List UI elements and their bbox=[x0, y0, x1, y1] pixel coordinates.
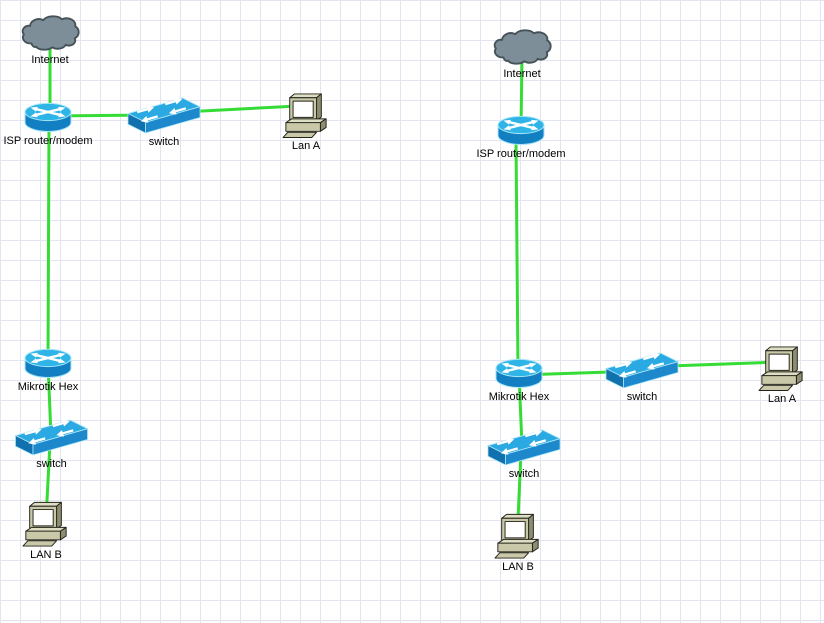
node-internet-left[interactable]: Internet bbox=[18, 14, 82, 66]
node-mikrotik-left[interactable]: Mikrotik Hex bbox=[18, 348, 78, 393]
computer-icon bbox=[494, 512, 542, 559]
node-label: switch bbox=[36, 458, 67, 470]
connection-line-isp-mikrotik-left[interactable] bbox=[46, 123, 51, 364]
node-switch-right[interactable]: switch bbox=[605, 352, 679, 403]
node-label: switch bbox=[148, 136, 180, 148]
switch-icon bbox=[487, 429, 561, 466]
node-isp-router-right[interactable]: ISP router/modem bbox=[476, 115, 566, 160]
node-label: LAN B bbox=[502, 561, 534, 573]
node-lan-b-left[interactable]: LAN B bbox=[22, 500, 70, 561]
computer-icon bbox=[22, 500, 70, 547]
node-switch-top-left[interactable]: switch bbox=[127, 97, 201, 148]
router-icon bbox=[24, 348, 72, 379]
node-label: switch bbox=[508, 468, 540, 480]
node-mikrotik-right[interactable]: Mikrotik Hex bbox=[489, 358, 549, 403]
node-internet-right[interactable]: Internet bbox=[490, 28, 554, 80]
connection-line-isp-mikrotik-right[interactable] bbox=[514, 138, 520, 372]
node-label: ISP router/modem bbox=[3, 135, 93, 147]
node-label: switch bbox=[626, 391, 658, 403]
node-label: Internet bbox=[503, 68, 541, 80]
switch-icon bbox=[605, 352, 679, 389]
computer-icon bbox=[758, 345, 806, 391]
node-lan-a-left[interactable]: Lan A bbox=[282, 92, 330, 152]
node-label: Mikrotik Hex bbox=[17, 381, 79, 393]
node-switch-bottom-right[interactable]: switch bbox=[487, 429, 561, 480]
router-icon bbox=[497, 115, 545, 146]
switch-icon bbox=[14, 419, 89, 456]
cloud-icon bbox=[18, 14, 82, 52]
node-label: ISP router/modem bbox=[476, 148, 566, 160]
node-switch-bottom-left[interactable]: switch bbox=[14, 419, 89, 470]
connection-line-switch-lanb-right[interactable] bbox=[516, 450, 523, 522]
node-lan-b-right[interactable]: LAN B bbox=[494, 512, 542, 573]
node-label: Lan A bbox=[291, 140, 321, 152]
node-label: Mikrotik Hex bbox=[488, 391, 550, 403]
computer-icon bbox=[282, 92, 330, 138]
node-label: Internet bbox=[31, 54, 69, 66]
cloud-icon bbox=[490, 28, 554, 66]
node-isp-router-left[interactable]: ISP router/modem bbox=[3, 102, 93, 147]
node-label: Lan A bbox=[767, 393, 797, 405]
router-icon bbox=[24, 102, 72, 133]
node-lan-a-right[interactable]: Lan A bbox=[758, 345, 806, 405]
node-label: LAN B bbox=[30, 549, 62, 561]
router-icon bbox=[495, 358, 543, 389]
switch-icon bbox=[127, 97, 201, 134]
